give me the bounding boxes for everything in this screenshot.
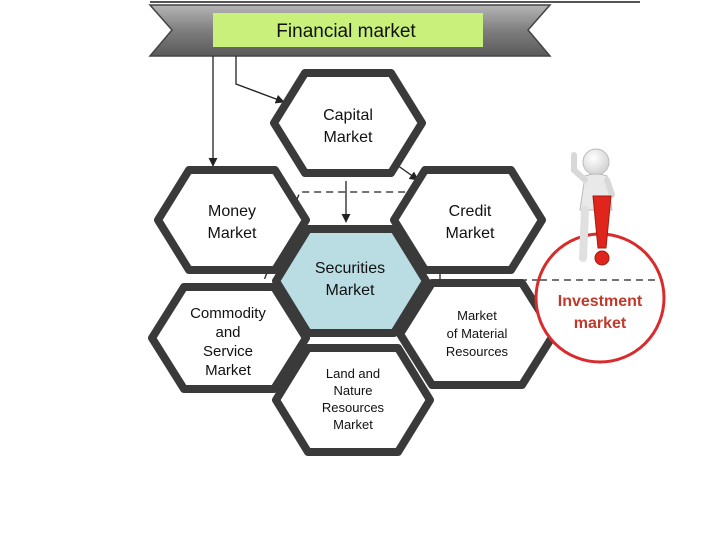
capital-label-line-1: Capital	[323, 107, 373, 124]
commodity-label-line-2: and	[215, 324, 240, 341]
hex-money-market: Money Market	[154, 166, 310, 274]
hex-material-market: Market of Material Resources	[396, 279, 558, 389]
commodity-label-line-1: Commodity	[190, 305, 266, 322]
commodity-label-line-4: Market	[205, 362, 252, 379]
banner-label-box	[213, 13, 483, 47]
hex-commodity-shape	[148, 283, 310, 393]
hex-capital-market: Capital Market	[270, 69, 426, 177]
hex-credit-market: Credit Market	[390, 166, 546, 274]
investment-label-line-2: market	[574, 315, 627, 332]
securities-label-line-1: Securities	[315, 260, 385, 277]
hex-capital-shape	[270, 69, 426, 177]
land-label-line-4: Market	[333, 417, 373, 432]
money-label-line-1: Money	[208, 203, 256, 220]
material-label-line-2: of Material	[447, 326, 508, 341]
commodity-label-line-3: Service	[203, 343, 253, 360]
investment-market: Investment market	[534, 232, 666, 364]
material-label-line-3: Resources	[446, 344, 509, 359]
hex-land-market: Land and Nature Resources Market	[272, 344, 434, 456]
credit-label-line-2: Market	[446, 225, 495, 242]
exclamation-icon	[592, 195, 612, 266]
hex-securities-market: Securities Market	[272, 225, 430, 337]
banner-title: Financial market	[276, 21, 416, 42]
material-label-line-1: Market	[457, 308, 497, 323]
hex-securities-shape	[272, 225, 430, 337]
person-figure-icon	[571, 148, 615, 262]
hex-commodity-market: Commodity and Service Market	[148, 283, 310, 393]
securities-label-line-2: Market	[326, 282, 375, 299]
capital-label-line-2: Market	[324, 129, 373, 146]
hex-credit-shape	[390, 166, 546, 274]
investment-label-line-1: Investment	[558, 293, 643, 310]
hex-money-shape	[154, 166, 310, 274]
financial-market-banner: Financial market	[148, 4, 552, 57]
land-label-line-1: Land and	[326, 366, 380, 381]
arrow-to-capital	[235, 56, 285, 104]
hex-land-shape	[272, 344, 434, 456]
land-label-line-2: Nature	[333, 383, 372, 398]
land-label-line-3: Resources	[322, 400, 385, 415]
money-label-line-2: Market	[208, 225, 257, 242]
credit-label-line-1: Credit	[449, 203, 492, 220]
